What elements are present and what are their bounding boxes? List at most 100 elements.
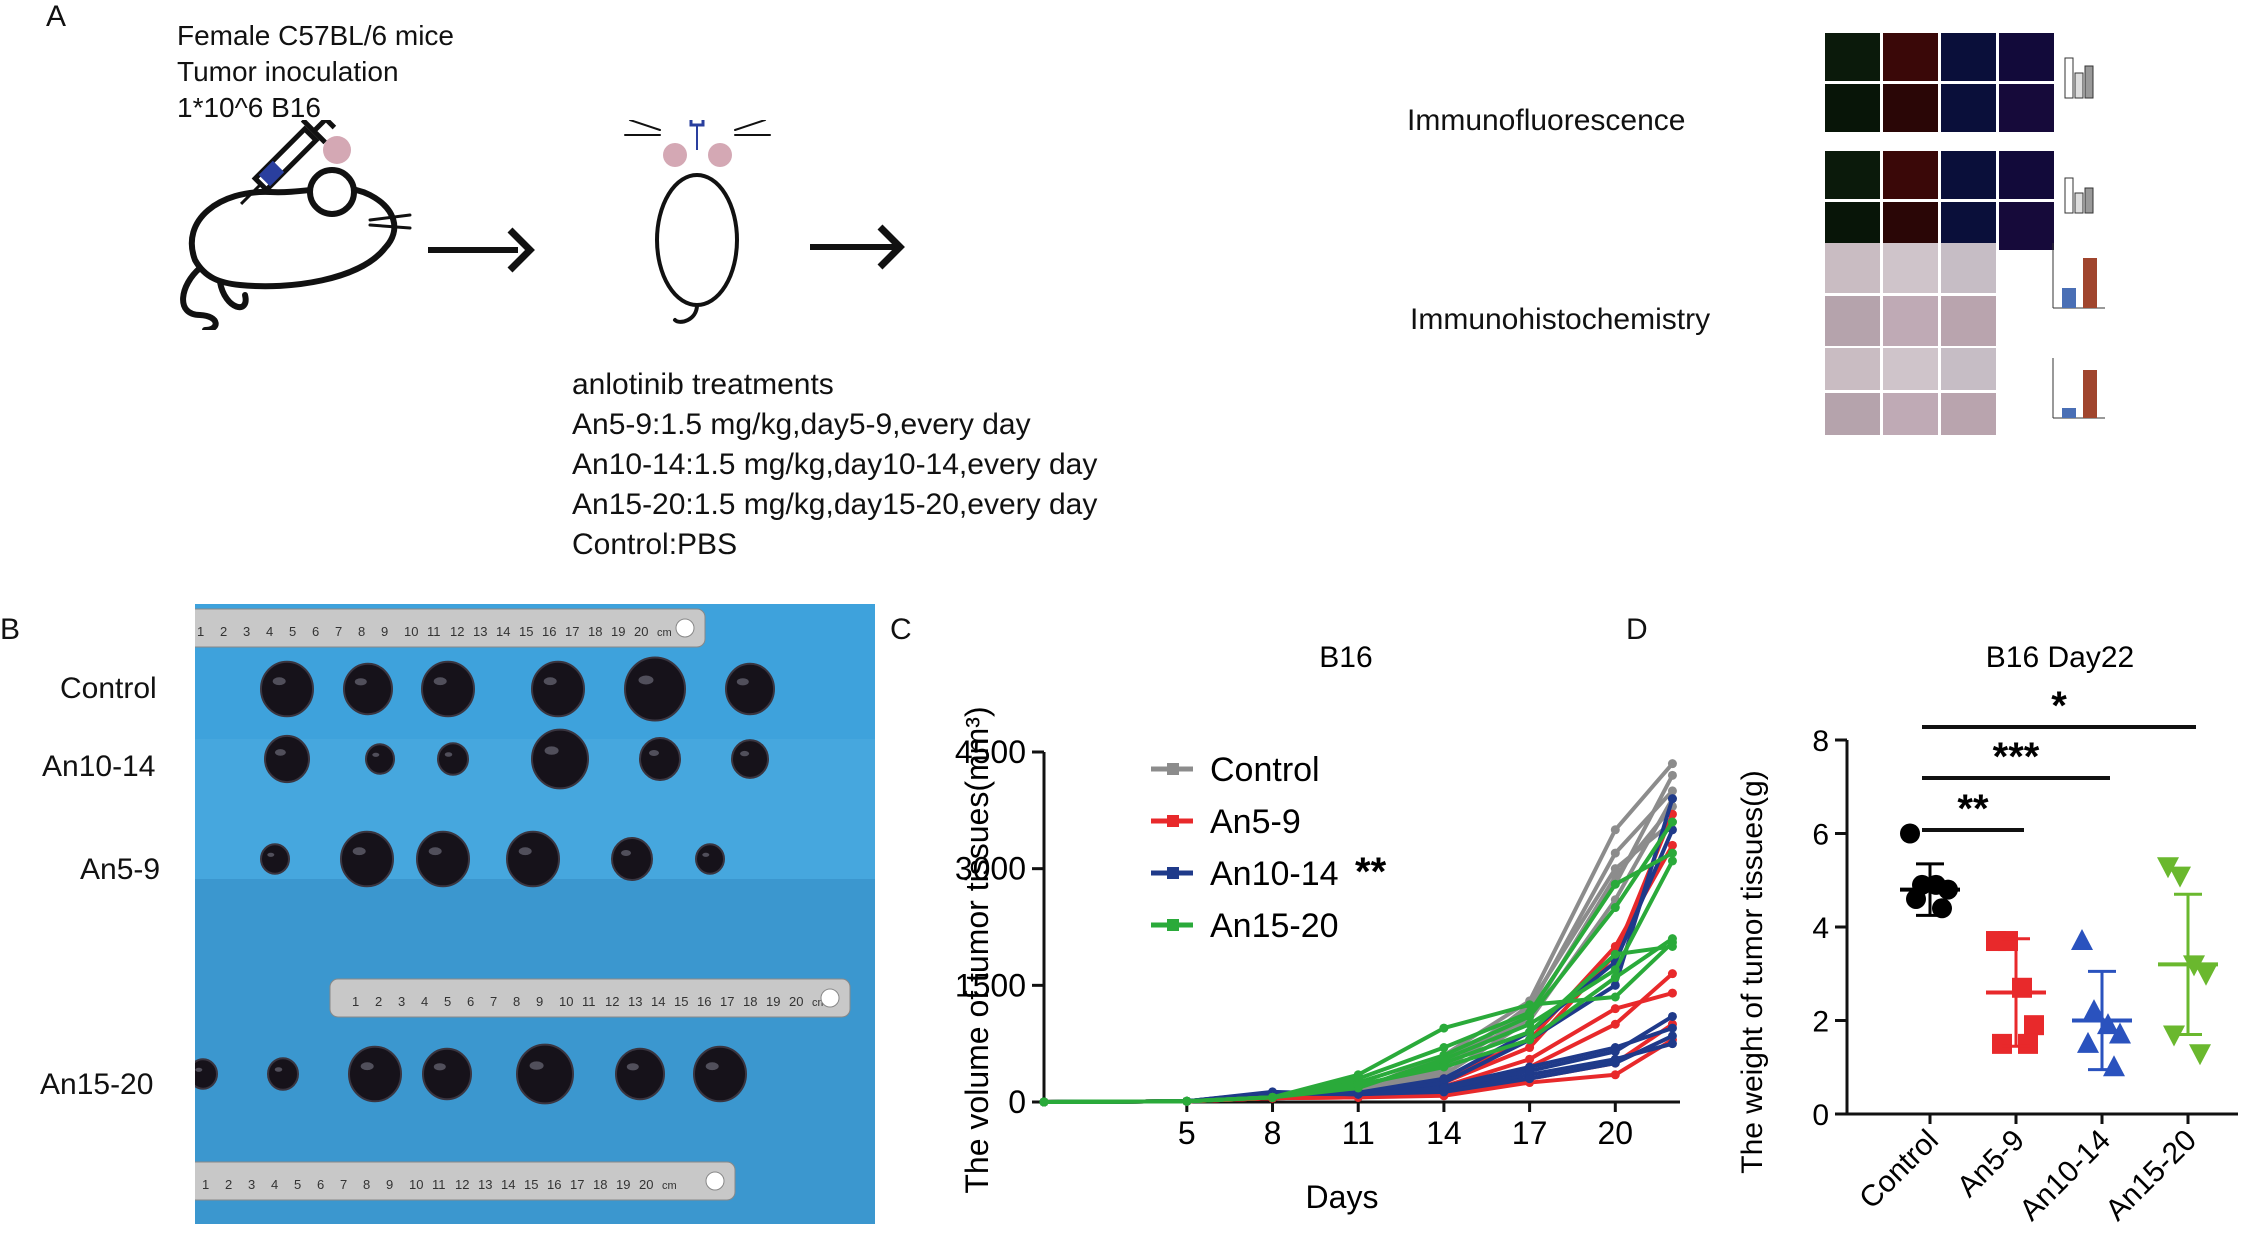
- c-data-point: [1610, 992, 1620, 1002]
- tumor-sample: [695, 843, 725, 875]
- tumor-sample: [531, 660, 585, 718]
- c-data-point: [1439, 1083, 1449, 1093]
- d-x-tick-label: Control: [1853, 1124, 1945, 1216]
- chart-c-title: B16: [1319, 641, 1372, 674]
- c-data-point: [1268, 1092, 1278, 1102]
- immunofluorescence-label: Immunofluorescence: [1407, 104, 1686, 137]
- tumor-sample: [615, 1047, 665, 1101]
- tumor-highlight: [626, 1063, 639, 1071]
- tumor-highlight: [740, 750, 750, 757]
- ruler-number: 3: [398, 994, 405, 1009]
- tumor-sample: [516, 1043, 574, 1105]
- if-thumbnail: [1825, 33, 2094, 250]
- d-y-tick-label: 0: [1812, 1099, 1829, 1132]
- c-data-point: [1667, 1011, 1677, 1021]
- tumor-sample: [611, 837, 653, 881]
- d-y-tick-label: 8: [1812, 725, 1829, 758]
- d-y-tick-label: 2: [1812, 1006, 1829, 1039]
- c-legend-label: Control: [1210, 751, 1320, 789]
- c-data-point: [1610, 949, 1620, 959]
- workflow-schematic: [180, 120, 905, 330]
- c-x-tick-label: 14: [1426, 1115, 1462, 1151]
- mouse-side-icon: [180, 167, 412, 330]
- ruler-number: 19: [766, 994, 780, 1009]
- tumor-highlight: [360, 1062, 374, 1071]
- tumor-highlight: [354, 678, 367, 686]
- tumor-highlight: [638, 675, 654, 685]
- ruler-number: 14: [501, 1177, 515, 1192]
- c-data-point: [1667, 941, 1677, 951]
- c-y-tick-label: 0: [1008, 1084, 1026, 1120]
- ruler-number: 19: [611, 624, 625, 639]
- c-x-tick-label: 5: [1178, 1115, 1196, 1151]
- ruler-number: 18: [588, 624, 602, 639]
- group-label-an15-20: An15-20: [40, 1068, 154, 1101]
- tumor-highlight: [444, 752, 453, 757]
- tumor-sample: [260, 843, 290, 875]
- c-data-point: [1353, 1080, 1363, 1090]
- d-significance-label: ***: [1993, 735, 2040, 779]
- ruler-number: 13: [473, 624, 487, 639]
- c-data-point: [1439, 1062, 1449, 1072]
- tumor-sample: [506, 830, 560, 888]
- ruler-number: 10: [409, 1177, 423, 1192]
- c-legend-label: An15-20: [1210, 907, 1339, 945]
- ruler-number: 4: [271, 1177, 278, 1192]
- ruler-number: 8: [363, 1177, 370, 1192]
- syringe-icon-vertical: [689, 120, 705, 150]
- d-significance-label: *: [2051, 684, 2067, 728]
- c-data-point: [1610, 825, 1620, 835]
- c-data-point: [1039, 1097, 1049, 1107]
- tumor-sample: [267, 1057, 299, 1091]
- tumor-sample: [731, 739, 769, 779]
- ruler-number: 14: [496, 624, 510, 639]
- ruler-number: 16: [542, 624, 556, 639]
- tumor-highlight: [702, 852, 710, 857]
- syringe-icon: [239, 120, 337, 206]
- ruler-number: 9: [386, 1177, 393, 1192]
- mouse-ear-icon: [323, 136, 351, 164]
- tumor-sample: [531, 728, 589, 790]
- tumor-highlight: [705, 1062, 719, 1071]
- c-data-point: [1439, 1074, 1449, 1084]
- c-data-point: [1667, 934, 1677, 944]
- ruler-number: 9: [381, 624, 388, 639]
- d-data-point: [2163, 1025, 2185, 1047]
- d-data-point: [2109, 1022, 2131, 1044]
- ruler-number: 16: [697, 994, 711, 1009]
- chart-c-axes: 0150030004500581114172023: [955, 734, 1680, 1151]
- ruler-number: 10: [559, 994, 573, 1009]
- group-label-control: Control: [60, 672, 157, 705]
- c-data-point: [1439, 1054, 1449, 1064]
- ruler-number: 15: [519, 624, 533, 639]
- treatment-an15-20: An15-20:1.5 mg/kg,day15-20,every day: [572, 488, 1098, 521]
- ruler-number: 10: [404, 624, 418, 639]
- c-data-point: [1610, 1004, 1620, 1014]
- c-legend-marker: [1167, 867, 1179, 879]
- tumor-sample: [624, 656, 686, 722]
- c-y-tick-label: 4500: [955, 734, 1026, 770]
- ruler-number: 4: [266, 624, 273, 639]
- ruler-number: 12: [605, 994, 619, 1009]
- ruler-number: 1: [352, 994, 359, 1009]
- ruler-hole: [675, 618, 695, 638]
- tumor-inoculation-text: Tumor inoculation: [177, 56, 399, 87]
- c-x-tick-label: 20: [1598, 1115, 1634, 1151]
- ruler-number: 6: [467, 994, 474, 1009]
- c-data-point: [1525, 1043, 1535, 1053]
- c-legend-marker: [1167, 815, 1179, 827]
- c-data-point: [1610, 1058, 1620, 1068]
- c-data-point: [1525, 1054, 1535, 1064]
- c-data-point: [1525, 1011, 1535, 1021]
- tumor-highlight: [195, 1067, 203, 1072]
- tumor-highlight: [267, 852, 275, 857]
- tumor-sample: [348, 1045, 402, 1103]
- ruler-number: 1: [197, 624, 204, 639]
- c-data-point: [1439, 1023, 1449, 1033]
- c-data-point: [1610, 848, 1620, 858]
